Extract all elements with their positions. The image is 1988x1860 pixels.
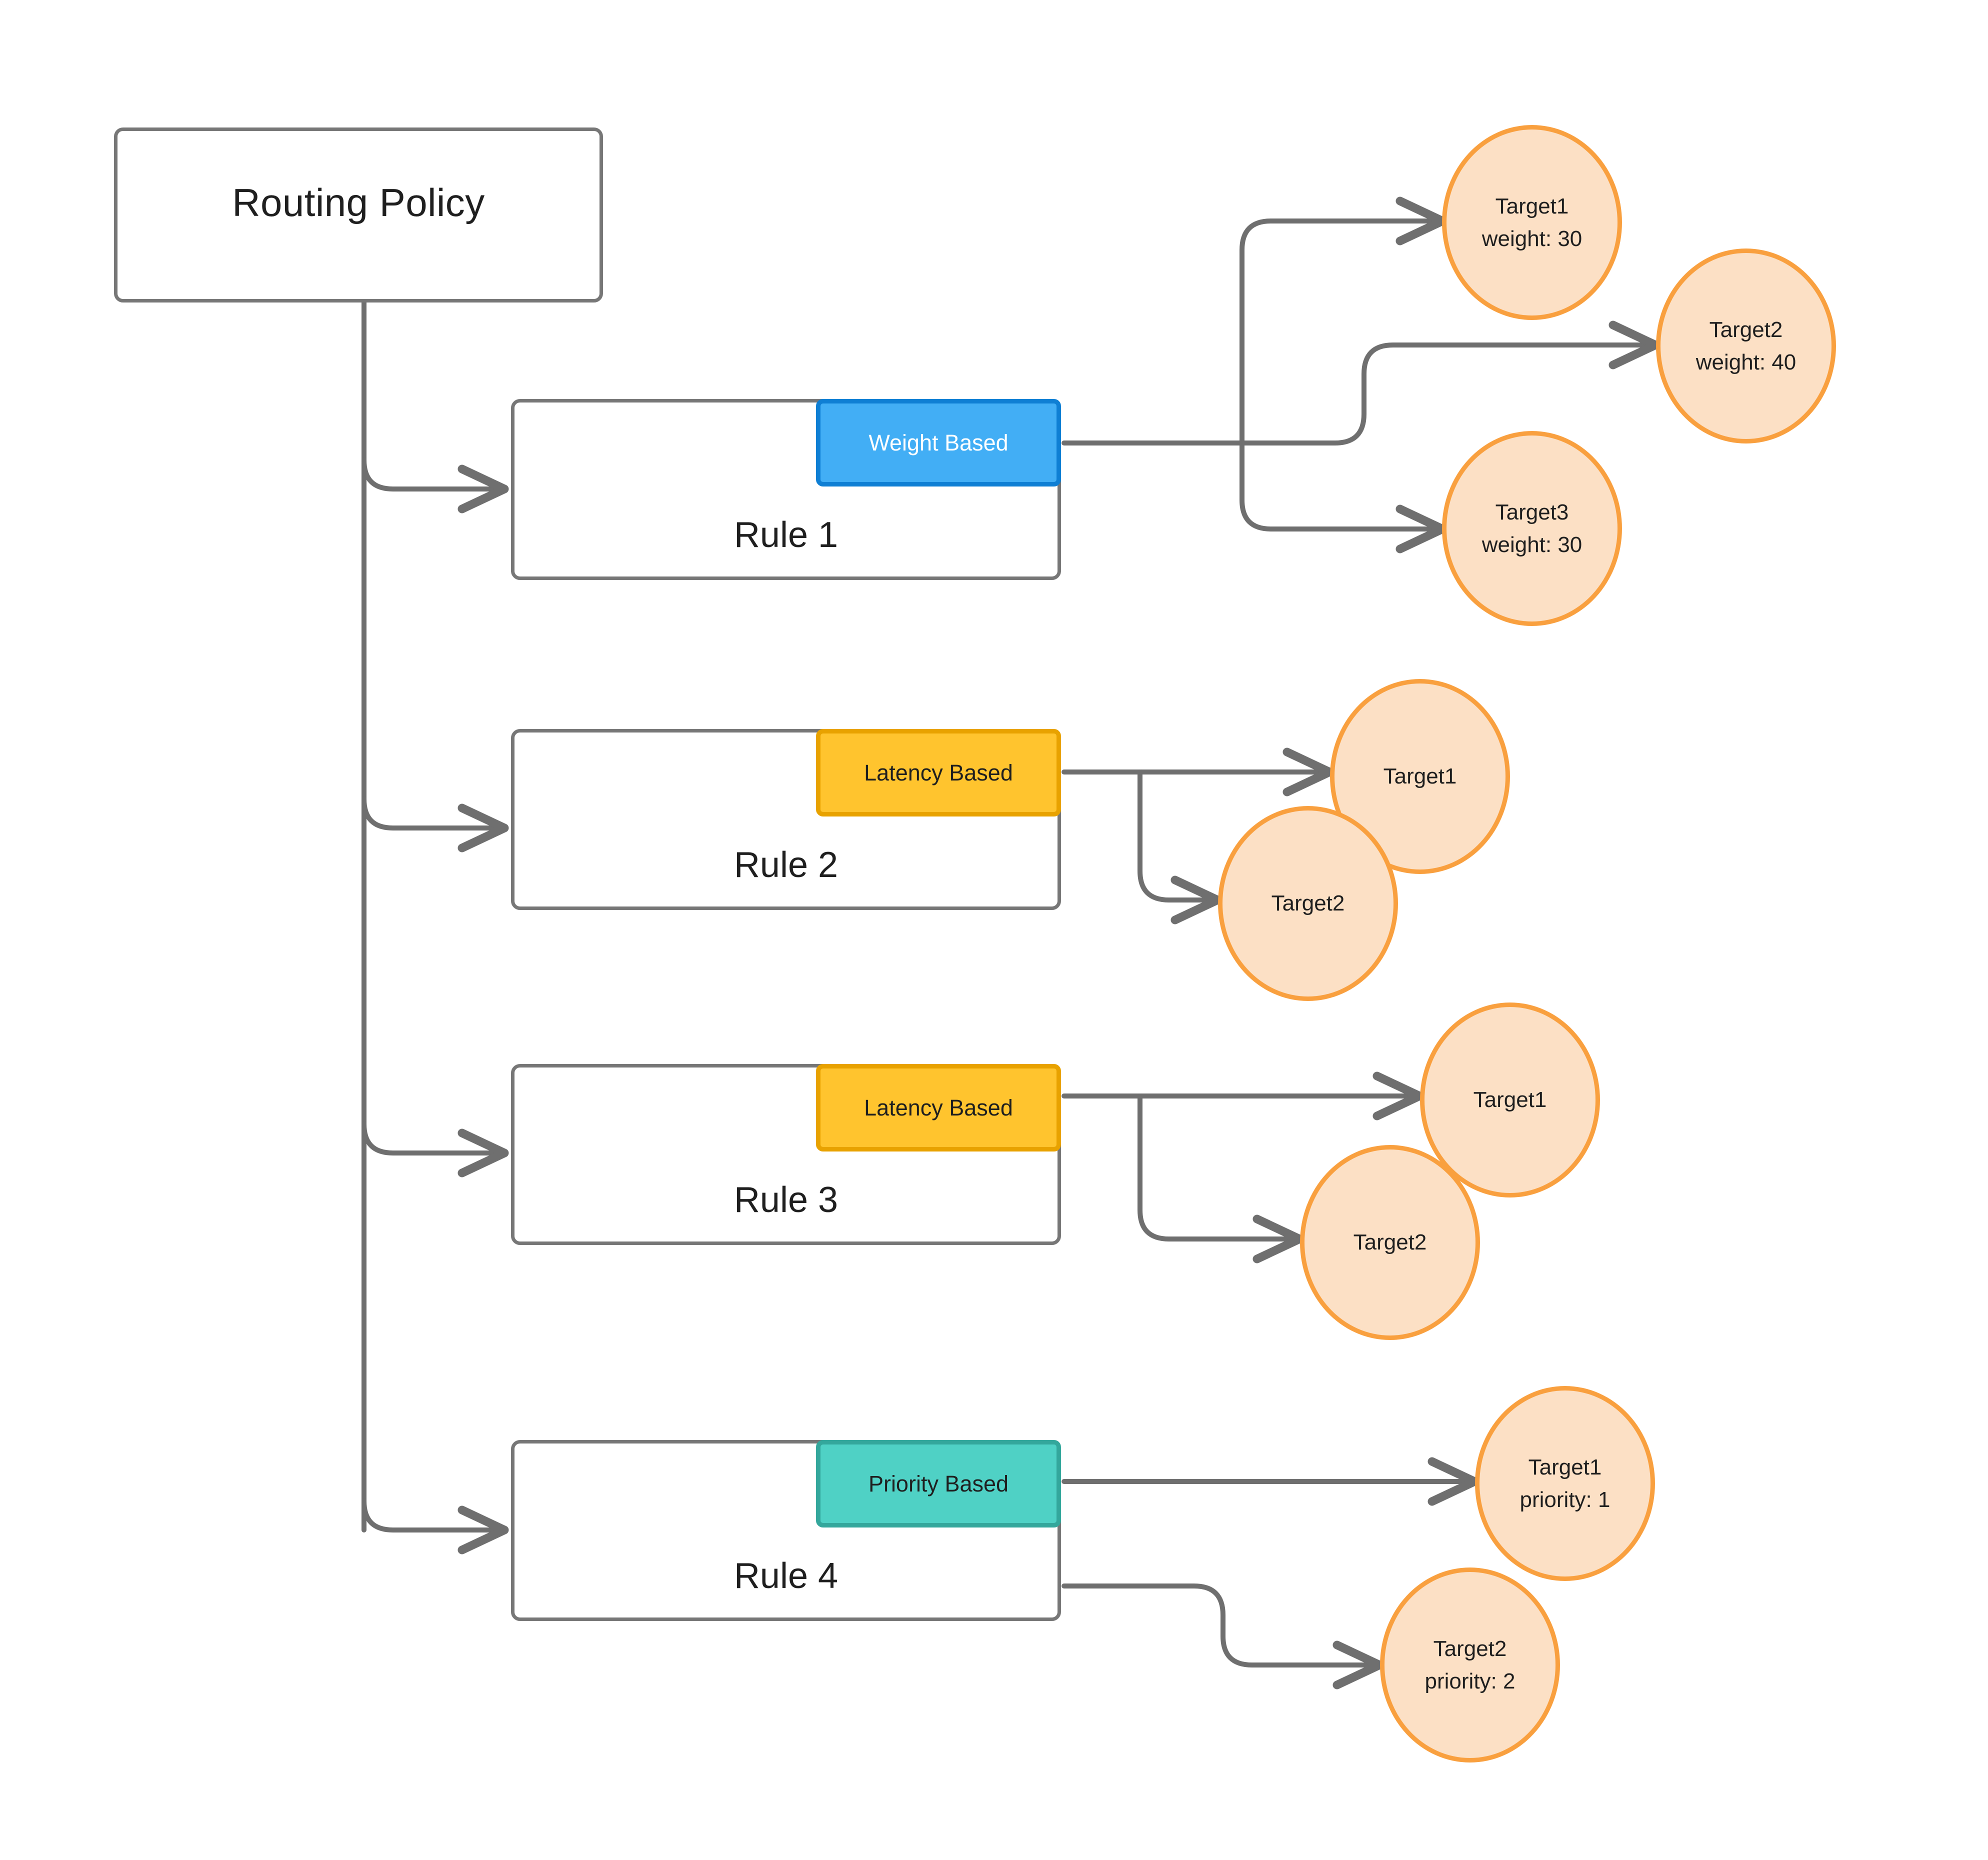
target-node-3-2[interactable]: Target2 xyxy=(1300,1145,1480,1340)
rule-label-1: Rule 1 xyxy=(734,515,838,555)
rule-badge-label-1: Weight Based xyxy=(868,430,1008,456)
rule-label-2: Rule 2 xyxy=(734,845,838,885)
target-detail: weight: 30 xyxy=(1482,532,1582,557)
connector-rule-3-to-target-2 xyxy=(1138,1094,1304,1264)
connector-rule-4-to-target-2 xyxy=(1062,1584,1384,1690)
target-detail: priority: 1 xyxy=(1520,1488,1610,1512)
connector-policy-to-rule-4 xyxy=(362,1498,509,1554)
rule-badge-label-4: Priority Based xyxy=(868,1470,1009,1496)
rule-node-1[interactable]: Rule 1 xyxy=(511,399,1061,580)
rule-badge-1[interactable]: Weight Based xyxy=(816,399,1061,486)
target-detail: weight: 30 xyxy=(1482,226,1582,251)
target-detail: weight: 40 xyxy=(1696,350,1796,374)
target-node-4-1[interactable]: Target1 priority: 1 xyxy=(1475,1386,1655,1581)
rule-label-3: Rule 3 xyxy=(734,1180,838,1220)
target-detail: priority: 2 xyxy=(1424,1669,1516,1694)
rule-badge-4[interactable]: Priority Based xyxy=(816,1440,1061,1528)
target-name: Target2 xyxy=(1271,891,1345,916)
connector-rule-1-to-target-1 xyxy=(1240,196,1447,446)
target-name: Target1 xyxy=(1495,194,1569,218)
target-node-1-3[interactable]: Target3 weight: 30 xyxy=(1442,431,1622,626)
target-name: Target1 xyxy=(1383,764,1457,789)
target-name: Target1 xyxy=(1473,1088,1547,1112)
rule-badge-3[interactable]: Latency Based xyxy=(816,1064,1061,1152)
connector-policy-to-rule-2 xyxy=(362,796,509,852)
routing-policy-node[interactable]: Routing Policy xyxy=(114,128,603,302)
target-node-1-1[interactable]: Target1 weight: 30 xyxy=(1442,125,1622,320)
target-node-3-1[interactable]: Target1 xyxy=(1420,1002,1600,1198)
rule-label-4: Rule 4 xyxy=(734,1556,838,1596)
rule-badge-label-2: Latency Based xyxy=(864,760,1013,786)
connector-rule-2-to-target-2 xyxy=(1138,770,1222,924)
connector-rule-1-to-target-3 xyxy=(1240,440,1447,554)
connector-policy-to-rule-3 xyxy=(362,1122,509,1178)
target-node-2-2[interactable]: Target2 xyxy=(1218,806,1398,1001)
rule-node-4[interactable]: Rule 4 xyxy=(511,1440,1061,1621)
target-name: Target3 xyxy=(1495,500,1569,524)
target-node-1-2[interactable]: Target2 weight: 40 xyxy=(1656,248,1836,444)
connector-policy-to-rule-1 xyxy=(362,458,509,514)
target-name: Target2 xyxy=(1709,317,1783,342)
routing-policy-label: Routing Policy xyxy=(232,180,485,224)
target-name: Target2 xyxy=(1353,1230,1427,1255)
rule-badge-label-3: Latency Based xyxy=(864,1094,1013,1120)
target-node-4-2[interactable]: Target2 priority: 2 xyxy=(1380,1568,1560,1762)
rule-badge-2[interactable]: Latency Based xyxy=(816,729,1061,816)
connector-rule-1-to-target-2 xyxy=(1240,320,1660,446)
target-name: Target1 xyxy=(1528,1454,1602,1480)
target-name: Target2 xyxy=(1433,1636,1507,1661)
